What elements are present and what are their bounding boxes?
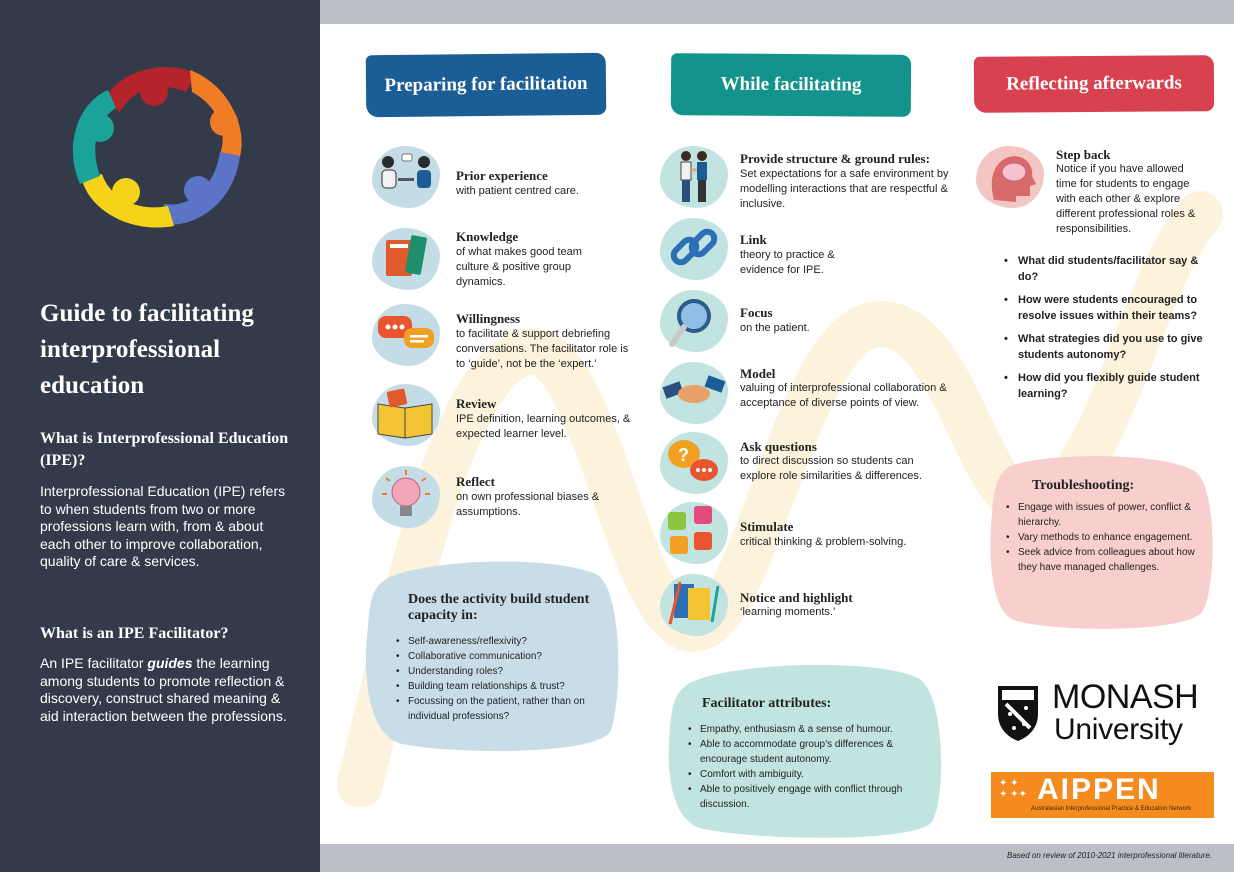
list-item: Collaborative communication? [396, 649, 598, 664]
brain-lightbulb-icon [372, 466, 440, 528]
header-while-facilitating: While facilitating [670, 53, 912, 117]
chain-link-icon [660, 218, 728, 280]
aippen-subtitle: Australasian Interprofessional Practice … [1031, 806, 1192, 812]
puzzle-pieces-icon [660, 502, 728, 564]
list-item: Understanding roles? [396, 664, 598, 679]
what-is-facilitator-heading: What is an IPE Facilitator? [40, 625, 229, 642]
list-item: What did students/facilitator say & do? [1004, 254, 1204, 285]
books-icon [372, 228, 440, 290]
top-band [320, 0, 1234, 24]
list-item: How did you flexibly guide student learn… [1004, 371, 1204, 402]
capacity-title: Does the activity build student capacity… [408, 592, 590, 623]
troubleshooting-title: Troubleshooting: [1032, 478, 1135, 493]
list-item: Vary methods to enhance engagement. [1006, 530, 1206, 545]
list-item: Engage with issues of power, conflict & … [1006, 500, 1206, 530]
head-brain-icon [976, 146, 1044, 208]
header-preparing: Preparing for facilitation [365, 52, 607, 118]
magnifying-glass-icon [660, 290, 728, 352]
attributes-bubble: Facilitator attributes: Empathy, enthusi… [666, 658, 944, 838]
speech-bubbles-icon [372, 304, 440, 366]
monash-name: MONASH [1052, 678, 1199, 716]
capacity-bubble: Does the activity build student capacity… [362, 556, 622, 754]
list-item: What strategies did you use to give stud… [1004, 332, 1204, 363]
list-item: Seek advice from colleagues about how th… [1006, 545, 1206, 575]
monash-crest-icon [998, 686, 1038, 741]
page-title: Guide to facilitating interprofessional … [40, 300, 254, 399]
svg-text:?: ? [678, 445, 689, 465]
what-is-ipe-heading: What is Interprofessional Education (IPE… [40, 430, 289, 469]
stars-icon: ✦ ✦✦ ✦✦ [999, 778, 1027, 800]
handshake-icon [660, 362, 728, 424]
footnote: Based on review of 2010-2021 interprofes… [1006, 851, 1212, 860]
header-reflecting: Reflecting afterwards [973, 55, 1215, 113]
list-item: Able to positively engage with conflict … [688, 782, 928, 812]
two-people-talking-icon [372, 146, 440, 208]
aippen-name: AIPPEN [1037, 773, 1161, 806]
monash-logo: MONASH University [996, 680, 1210, 750]
list-item: Self-awareness/reflexivity? [396, 634, 598, 649]
question-bubbles-icon: ? [660, 432, 728, 494]
team-circle-logo-icon [72, 66, 242, 228]
list-item: Comfort with ambiguity. [688, 767, 928, 782]
list-item: Able to accommodate group’s differences … [688, 737, 928, 767]
bottom-band [320, 844, 1234, 872]
aippen-logo: ✦ ✦✦ ✦✦ AIPPEN Australasian Interprofess… [991, 772, 1214, 818]
notebooks-pens-icon [660, 574, 728, 636]
attributes-title: Facilitator attributes: [702, 696, 832, 711]
list-item: Building team relationships & trust? [396, 679, 598, 694]
list-item: How were students encouraged to resolve … [1004, 293, 1204, 324]
list-item: Focussing on the patient, rather than on… [396, 694, 598, 724]
what-is-facilitator-text: An IPE facilitator guides the learning a… [40, 655, 287, 724]
list-item: Empathy, enthusiasm & a sense of humour. [688, 722, 928, 737]
open-book-icon [372, 384, 440, 446]
what-is-ipe-text: Interprofessional Education (IPE) refers… [40, 483, 286, 569]
sidebar: Guide to facilitating interprofessional … [0, 0, 320, 872]
troubleshooting-bubble: Troubleshooting: Engage with issues of p… [988, 452, 1216, 630]
reflection-questions: What did students/facilitator say & do? … [1004, 254, 1204, 410]
guides-emphasis: guides [147, 655, 193, 671]
handshake-people-icon [660, 146, 728, 208]
monash-university: University [1054, 713, 1183, 746]
